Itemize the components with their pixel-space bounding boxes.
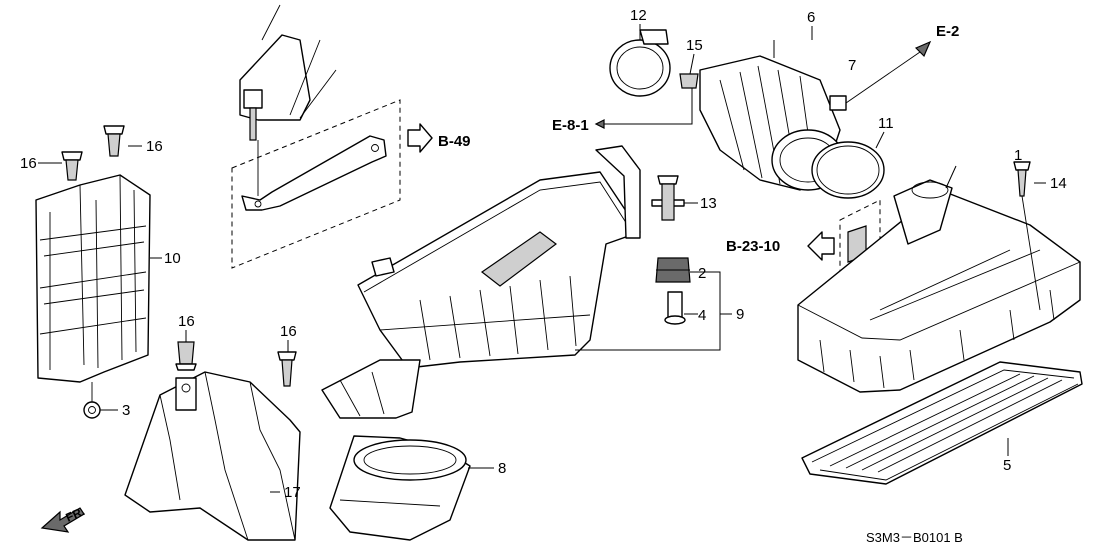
bolt-part-14 (1013, 161, 1041, 311)
callout-3: 3 (122, 402, 130, 419)
grommet-part-2 (655, 257, 691, 283)
callout-8: 8 (498, 460, 506, 477)
callout-16-c: 16 (178, 313, 195, 330)
callout-2: 2 (698, 265, 706, 282)
callout-16-b: 16 (146, 138, 163, 155)
callout-13: 13 (700, 195, 717, 212)
intake-seal-part-8 (329, 435, 471, 541)
bracket-detail-box (231, 99, 401, 269)
air-cleaner-upper-case-part-1 (797, 179, 1081, 393)
callout-10: 10 (164, 250, 181, 267)
reference-arrow-e81-icon (594, 119, 605, 129)
ref-e2: E-2 (936, 23, 959, 40)
callout-16-d: 16 (280, 323, 297, 340)
hose-clamp-part-12 (609, 29, 671, 97)
duct-cover-part-10 (35, 174, 151, 383)
bolt-part-13 (651, 175, 685, 221)
collar-part-4 (664, 291, 686, 325)
clip-part-15 (679, 73, 699, 89)
callout-1: 1 (1014, 147, 1022, 164)
reference-arrow-b49-icon (407, 123, 433, 153)
clip-part-16-upper-left (61, 151, 83, 181)
clip-part-16-lower-mid (277, 351, 297, 387)
clip-part-16-lower-left (175, 341, 197, 371)
front-direction-arrow-icon (40, 507, 85, 533)
diagram-code: S3M3－B0101 B (866, 530, 963, 545)
ref-e81: E-8-1 (552, 117, 589, 134)
callout-16-a: 16 (20, 155, 37, 172)
front-direction-label: FR. (64, 504, 87, 525)
clip-part-16-upper-mid (103, 125, 125, 157)
air-cleaner-lower-case (321, 145, 641, 419)
ref-b49: B-49 (438, 133, 471, 150)
mounting-bracket-assembly (239, 4, 337, 141)
ref-b2310: B-23-10 (726, 238, 780, 255)
callout-14: 14 (1050, 175, 1067, 192)
air-filter-element-part-5 (801, 361, 1083, 485)
leader-lines (38, 24, 1046, 493)
o-ring-part-11 (811, 141, 885, 199)
callout-17: 17 (284, 484, 301, 501)
callout-15: 15 (686, 37, 703, 54)
callout-9: 9 (736, 306, 744, 323)
callout-5: 5 (1003, 457, 1011, 474)
callout-12: 12 (630, 7, 647, 24)
callout-6: 6 (807, 9, 815, 26)
callout-4: 4 (698, 307, 706, 324)
callout-11: 11 (878, 115, 894, 132)
sensor-part-7 (829, 51, 921, 111)
air-duct-part-17 (124, 371, 301, 541)
support-bracket (241, 135, 387, 211)
reference-arrow-e2-icon (914, 40, 932, 58)
reference-arrow-b2310-icon (807, 231, 835, 261)
callout-7: 7 (848, 57, 856, 74)
nut-part-3 (83, 382, 101, 419)
